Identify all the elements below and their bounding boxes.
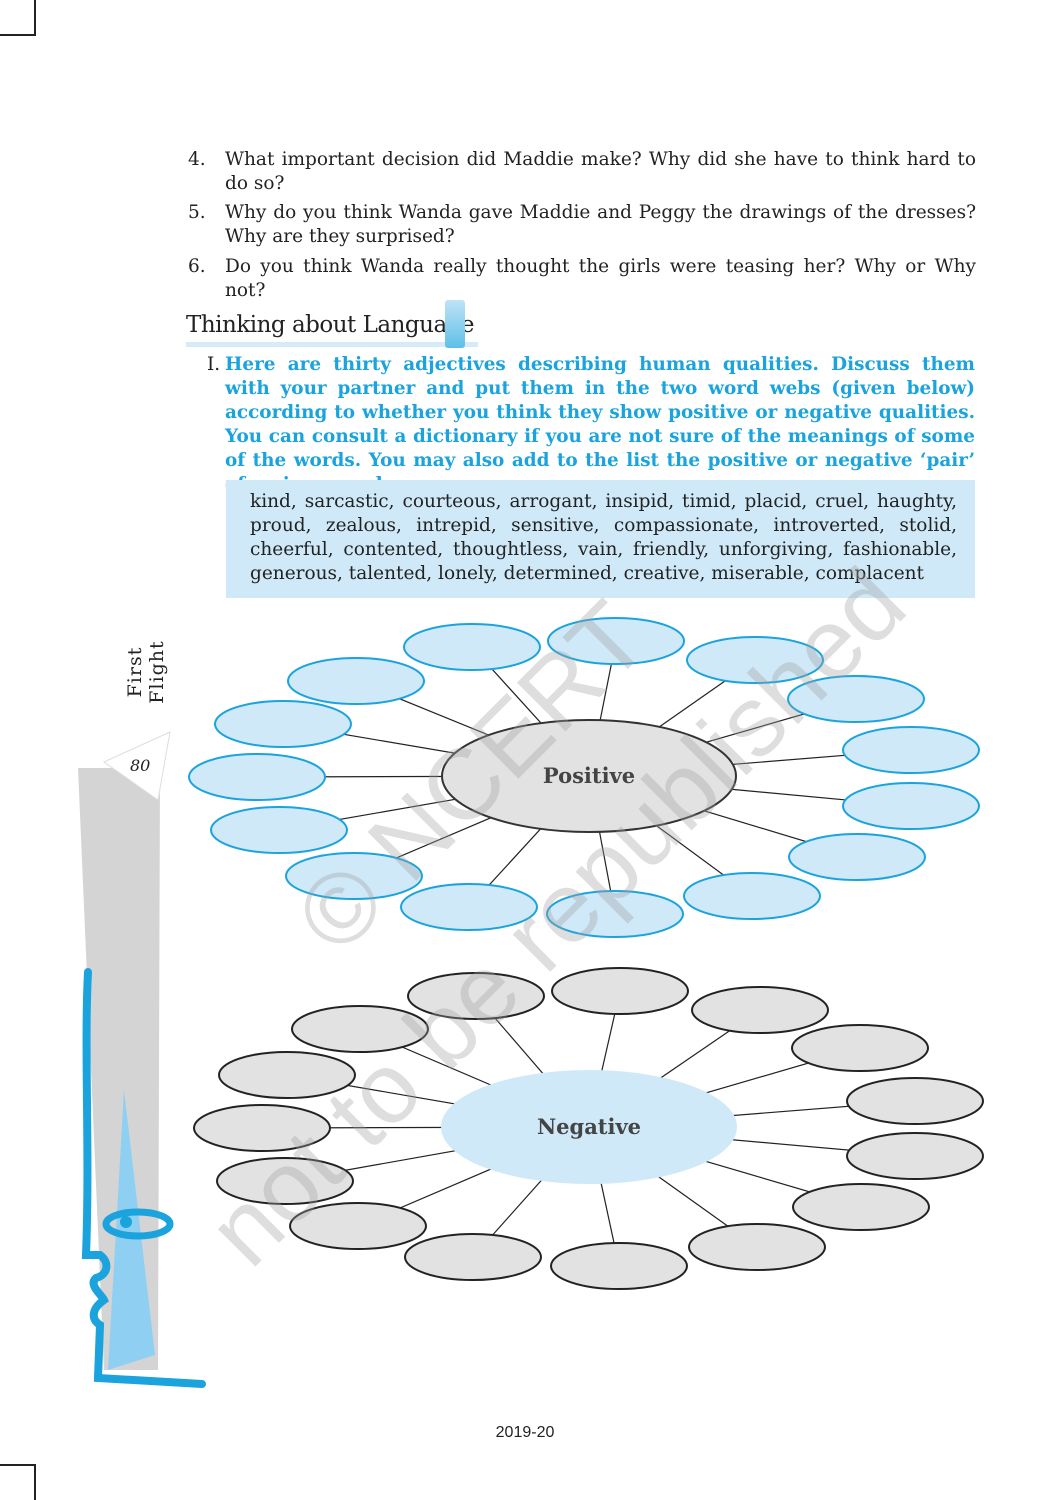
positive-answer-slot[interactable]: [400, 883, 538, 931]
question-6: 6. Do you think Wanda really thought the …: [188, 255, 976, 303]
negative-center-node: [441, 1070, 737, 1184]
page-number-tab: [102, 731, 171, 801]
negative-answer-slot[interactable]: [691, 986, 829, 1034]
blue-wedge: [108, 1090, 155, 1370]
section-heading: Thinking about Language: [186, 312, 478, 347]
positive-answer-slot[interactable]: [686, 636, 824, 684]
positive-answer-slot[interactable]: [285, 852, 423, 900]
negative-answer-slot[interactable]: [792, 1183, 930, 1231]
eye-icon: [102, 1208, 174, 1240]
face-icon: [445, 300, 465, 348]
positive-answer-slot[interactable]: [683, 872, 821, 920]
negative-label: Negative: [537, 1114, 641, 1139]
negative-answer-slot[interactable]: [551, 967, 689, 1015]
positive-answer-slot[interactable]: [787, 675, 925, 723]
question-text: What important decision did Maddie make?…: [225, 149, 976, 194]
positive-answer-slot[interactable]: [842, 726, 980, 774]
instruction: I.Here are thirty adjectives describing …: [207, 353, 975, 497]
negative-answer-slot[interactable]: [291, 1005, 429, 1053]
negative-answer-slot[interactable]: [846, 1132, 984, 1180]
negative-answer-slot[interactable]: [289, 1202, 427, 1250]
page-number: 80: [130, 756, 151, 775]
positive-center-node: [441, 719, 737, 833]
face-line-art: [81, 968, 206, 1388]
question-number: 5.: [188, 202, 206, 223]
positive-answer-slot[interactable]: [842, 782, 980, 830]
negative-answer-slot[interactable]: [216, 1157, 354, 1205]
question-text: Why do you think Wanda gave Maddie and P…: [225, 202, 976, 247]
question-4: 4. What important decision did Maddie mak…: [188, 148, 976, 196]
positive-answer-slot[interactable]: [546, 890, 684, 938]
question-number: 6.: [188, 256, 206, 277]
question-5: 5. Why do you think Wanda gave Maddie and…: [188, 201, 976, 249]
grey-wedge: [78, 768, 160, 1370]
eye-pupil: [120, 1216, 132, 1228]
positive-word-web: [188, 617, 980, 938]
crop-mark-bottom: [0, 1464, 36, 1500]
instruction-text: Here are thirty adjectives describing hu…: [225, 354, 975, 495]
positive-answer-slot[interactable]: [210, 806, 348, 854]
positive-answer-slot[interactable]: [287, 657, 425, 705]
word-list-box: kind, sarcastic, courteous, arrogant, in…: [226, 480, 975, 598]
negative-answer-slot[interactable]: [407, 972, 545, 1020]
positive-answer-slot[interactable]: [547, 617, 685, 665]
negative-answer-slot[interactable]: [404, 1233, 542, 1281]
negative-answer-slot[interactable]: [218, 1051, 356, 1099]
question-text: Do you think Wanda really thought the gi…: [225, 256, 976, 301]
positive-label: Positive: [543, 763, 635, 788]
word-webs: Positive Negative: [188, 617, 984, 1290]
negative-answer-slot[interactable]: [688, 1223, 826, 1271]
question-number: 4.: [188, 149, 206, 170]
side-decoration: [78, 731, 206, 1388]
positive-answer-slot[interactable]: [403, 623, 541, 671]
crop-mark-top: [0, 0, 36, 36]
negative-answer-slot[interactable]: [791, 1024, 929, 1072]
instruction-number: I.: [207, 354, 221, 375]
positive-answer-slot[interactable]: [214, 700, 352, 748]
positive-answer-slot[interactable]: [788, 833, 926, 881]
negative-answer-slot[interactable]: [550, 1242, 688, 1290]
negative-word-web: [193, 967, 984, 1290]
negative-answer-slot[interactable]: [193, 1104, 331, 1152]
positive-answer-slot[interactable]: [188, 753, 326, 801]
negative-answer-slot[interactable]: [846, 1077, 984, 1125]
footer-year: 2019-20: [495, 1424, 555, 1441]
